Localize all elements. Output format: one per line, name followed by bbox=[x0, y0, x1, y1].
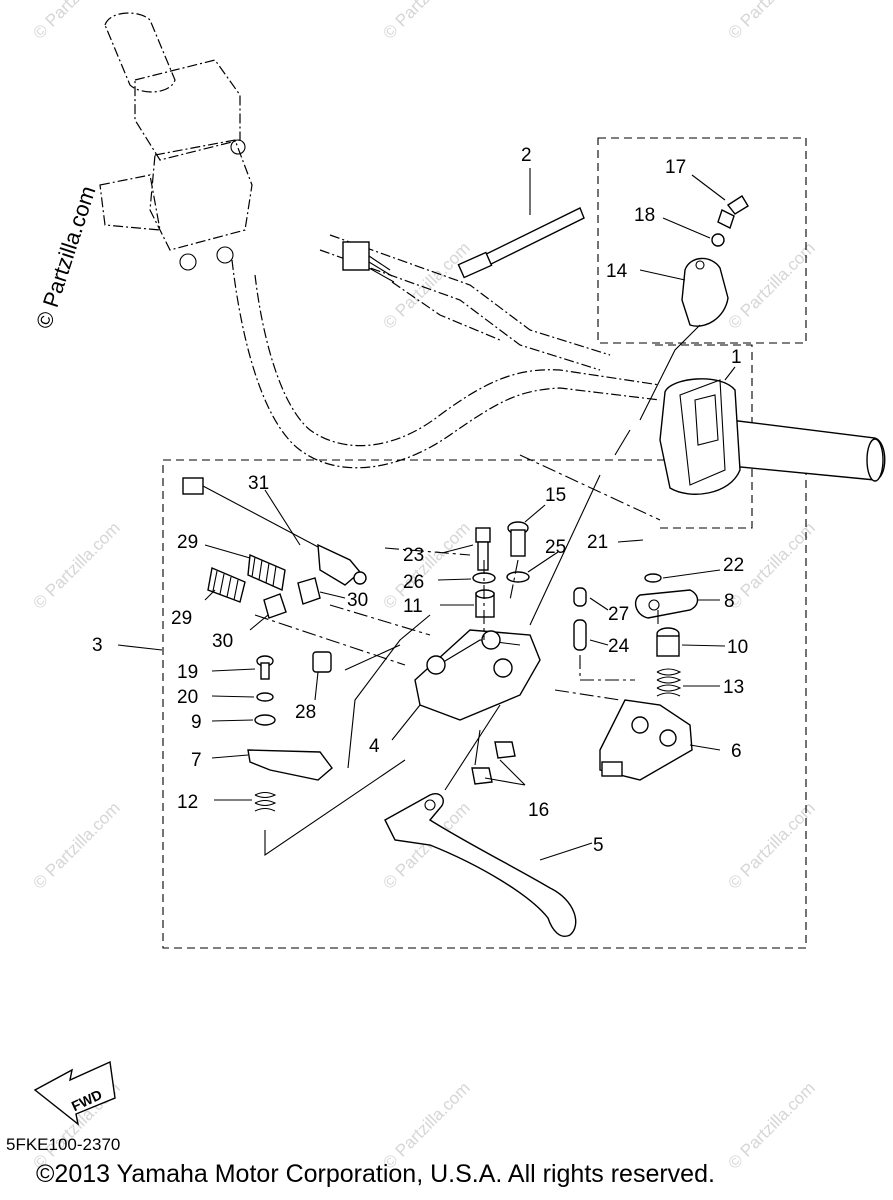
watermark-main: © Partzilla.com bbox=[31, 183, 101, 332]
part-29-adjuster-upper bbox=[247, 553, 286, 592]
part-31-clutch-switch bbox=[182, 477, 367, 586]
callout-25: 25 bbox=[545, 537, 566, 558]
part-12-spring bbox=[254, 791, 277, 812]
part-20-lockwasher bbox=[256, 692, 274, 702]
assembly-line bbox=[254, 614, 406, 666]
assembly-line bbox=[264, 759, 406, 857]
part-25-washer bbox=[506, 571, 530, 583]
part-30-locknut-left bbox=[263, 593, 287, 619]
group-box-3 bbox=[162, 459, 807, 949]
assembly-line bbox=[519, 454, 661, 521]
part-11-bushing bbox=[475, 589, 495, 618]
callout-3: 3 bbox=[92, 635, 103, 656]
left-grip-assembly bbox=[99, 12, 253, 271]
part-15-collar bbox=[507, 521, 529, 557]
assembly-line bbox=[344, 644, 401, 671]
part-19-screw bbox=[256, 655, 274, 680]
callout-29-lower: 29 bbox=[171, 608, 192, 629]
assembly-line bbox=[474, 729, 481, 766]
callout-numbers: 1 2 3 4 5 6 7 8 9 10 11 12 13 14 15 16 1… bbox=[92, 145, 748, 856]
callout-9: 9 bbox=[191, 712, 202, 733]
callout-22: 22 bbox=[723, 555, 744, 576]
callout-14: 14 bbox=[606, 261, 628, 282]
assembly-line bbox=[639, 324, 701, 421]
part-29-adjuster-lower bbox=[207, 567, 246, 603]
watermark-tile: © Partzilla.com bbox=[29, 798, 123, 892]
part-2-cable-tie bbox=[457, 207, 585, 279]
callout-27: 27 bbox=[608, 604, 629, 625]
callout-4: 4 bbox=[369, 736, 380, 757]
assembly-line bbox=[579, 655, 635, 681]
part-22-washer bbox=[644, 573, 662, 583]
assembly-line bbox=[614, 429, 631, 456]
callout-6: 6 bbox=[731, 741, 742, 762]
wire-connector bbox=[342, 241, 501, 341]
callout-8: 8 bbox=[724, 591, 735, 612]
callout-26: 26 bbox=[403, 572, 424, 593]
callout-30-right: 30 bbox=[347, 590, 368, 611]
part-27-pin bbox=[573, 587, 587, 607]
fwd-arrow-icon: FWD bbox=[33, 1060, 116, 1126]
watermark-tile: © Partzilla.com bbox=[724, 0, 818, 43]
watermark-tile: © Partzilla.com bbox=[724, 798, 818, 892]
assembly-line bbox=[329, 604, 431, 636]
callout-11: 11 bbox=[403, 596, 423, 617]
diagram-code: 5FKE100-2370 bbox=[6, 1135, 121, 1154]
callout-12: 12 bbox=[177, 792, 198, 813]
assembly-line bbox=[444, 704, 501, 791]
callout-1: 1 bbox=[731, 347, 742, 368]
callout-13: 13 bbox=[723, 677, 744, 698]
part-9-washer bbox=[254, 714, 276, 726]
leader-lines bbox=[117, 168, 736, 861]
callout-29-upper: 29 bbox=[177, 532, 198, 553]
callout-18: 18 bbox=[634, 205, 655, 226]
callout-24: 24 bbox=[608, 636, 630, 657]
callout-20: 20 bbox=[177, 687, 198, 708]
callout-10: 10 bbox=[727, 637, 748, 658]
callout-31: 31 bbox=[248, 473, 269, 494]
callout-23: 23 bbox=[403, 545, 424, 566]
part-13-spring bbox=[656, 668, 682, 697]
part-23-bolt bbox=[475, 527, 491, 571]
part-18-washer bbox=[711, 233, 725, 247]
part-4-lever-holder bbox=[414, 629, 541, 721]
group-box-14 bbox=[597, 137, 807, 344]
callout-28: 28 bbox=[295, 702, 316, 723]
watermark-tile: © Partzilla.com bbox=[379, 1078, 473, 1172]
callout-30-lower: 30 bbox=[212, 631, 233, 652]
watermark-tile: © Partzilla.com bbox=[379, 238, 473, 332]
part-8-plate bbox=[634, 589, 699, 619]
assembly-line bbox=[554, 689, 621, 701]
watermark-tile: © Partzilla.com bbox=[379, 518, 473, 612]
part-6-cover bbox=[599, 699, 693, 781]
watermark-tile: © Partzilla.com bbox=[724, 238, 818, 332]
watermark-tile: © Partzilla.com bbox=[29, 518, 123, 612]
part-24-pin bbox=[573, 619, 587, 651]
part-17-screw bbox=[717, 195, 749, 229]
watermark-tile: © Partzilla.com bbox=[379, 0, 473, 43]
callout-2: 2 bbox=[521, 145, 532, 166]
part-1-switch-grip bbox=[659, 378, 886, 495]
callout-21: 21 bbox=[587, 532, 608, 553]
assembly-line bbox=[509, 559, 519, 601]
callout-7: 7 bbox=[191, 750, 202, 771]
part-5-lever bbox=[384, 793, 577, 937]
part-7-plate bbox=[247, 749, 333, 781]
part-14-clamp bbox=[681, 257, 729, 327]
callout-5: 5 bbox=[593, 835, 604, 856]
part-30-locknut-right bbox=[297, 577, 321, 605]
watermark-tile: © Partzilla.com bbox=[724, 1078, 818, 1172]
copyright-notice: ©2013 Yamaha Motor Corporation, U.S.A. A… bbox=[36, 1160, 715, 1188]
assembly-line bbox=[529, 474, 601, 626]
callout-16: 16 bbox=[528, 800, 549, 821]
callout-17: 17 bbox=[665, 157, 686, 178]
part-28-knob bbox=[312, 651, 332, 673]
callout-15: 15 bbox=[545, 485, 566, 506]
assembly-line bbox=[347, 614, 431, 769]
part-10-collar bbox=[656, 627, 680, 657]
part-16-nuts bbox=[471, 741, 516, 785]
callout-19: 19 bbox=[177, 662, 198, 683]
